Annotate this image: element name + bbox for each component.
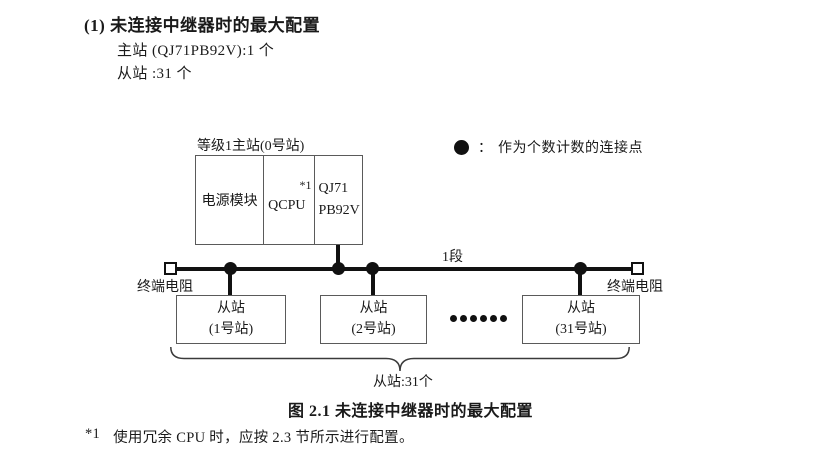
- slave-station-1-box: 从站 (1号站): [176, 295, 286, 344]
- qcpu-label: QCPU: [268, 198, 306, 213]
- slave-station-2-box: 从站 (2号站): [320, 295, 427, 344]
- figure-caption: 图 2.1 未连接中继器时的最大配置: [288, 403, 534, 420]
- connection-dot-slave1: [224, 262, 237, 275]
- legend: ： 作为个数计数的连接点: [454, 137, 643, 157]
- bus-line: [177, 267, 631, 271]
- slave-total-label: 从站:31个: [373, 375, 433, 390]
- under-brace: [170, 347, 630, 372]
- slave2-label-line1: 从站: [359, 301, 388, 317]
- section-title: (1) 未连接中继器时的最大配置: [84, 16, 321, 35]
- connection-dot-slave2: [366, 262, 379, 275]
- terminating-resistor-right-icon: [631, 262, 644, 275]
- legend-label: 作为个数计数的连接点: [498, 141, 643, 156]
- slave31-label-line1: 从站: [567, 301, 595, 317]
- slave1-label-line1: 从站: [217, 301, 245, 317]
- qcpu-cell: *1 QCPU: [263, 156, 313, 244]
- slave31-label-line2: (31号站): [555, 321, 607, 337]
- pb92v-label-line2: PB92V: [318, 203, 360, 218]
- slave-count-line: 从站 :31 个: [117, 66, 192, 82]
- master-station-box: 电源模块 *1 QCPU QJ71 PB92V: [195, 155, 363, 245]
- pb92v-cell: QJ71 PB92V: [313, 156, 362, 244]
- terminator-label-left: 终端电阻: [137, 280, 193, 295]
- footnote-reference: *1: [299, 178, 312, 192]
- segment-label: 1段: [442, 250, 463, 265]
- ellipsis-dots: [450, 315, 507, 322]
- connection-dot-master: [332, 262, 345, 275]
- power-module-cell: 电源模块: [196, 156, 263, 244]
- footnote: *1 使用冗余 CPU 时，应按 2.3 节所示进行配置。: [85, 426, 414, 447]
- master-count-line: 主站 (QJ71PB92V):1 个: [117, 43, 275, 59]
- slave1-label-line2: (1号站): [208, 321, 254, 337]
- slave-station-31-box: 从站 (31号站): [522, 295, 640, 344]
- slave2-drop-line: [371, 269, 375, 297]
- slave1-drop-line: [228, 269, 232, 297]
- slave2-label-line2: (2号站): [351, 321, 396, 337]
- terminator-label-right: 终端电阻: [607, 280, 663, 295]
- legend-separator: ：: [478, 141, 492, 156]
- footnote-marker: *1: [85, 426, 101, 442]
- master-station-label: 等级1主站(0号站): [197, 139, 305, 154]
- terminating-resistor-left-icon: [164, 262, 177, 275]
- power-module-label: 电源模块: [201, 194, 258, 209]
- connection-dot-icon: [454, 139, 469, 155]
- connection-dot-slave31: [574, 262, 587, 275]
- footnote-text: 使用冗余 CPU 时，应按 2.3 节所示进行配置。: [113, 430, 414, 446]
- pb92v-label-line1: QJ71: [318, 181, 349, 197]
- master-drop-line: [336, 245, 340, 269]
- slave31-drop-line: [578, 269, 582, 297]
